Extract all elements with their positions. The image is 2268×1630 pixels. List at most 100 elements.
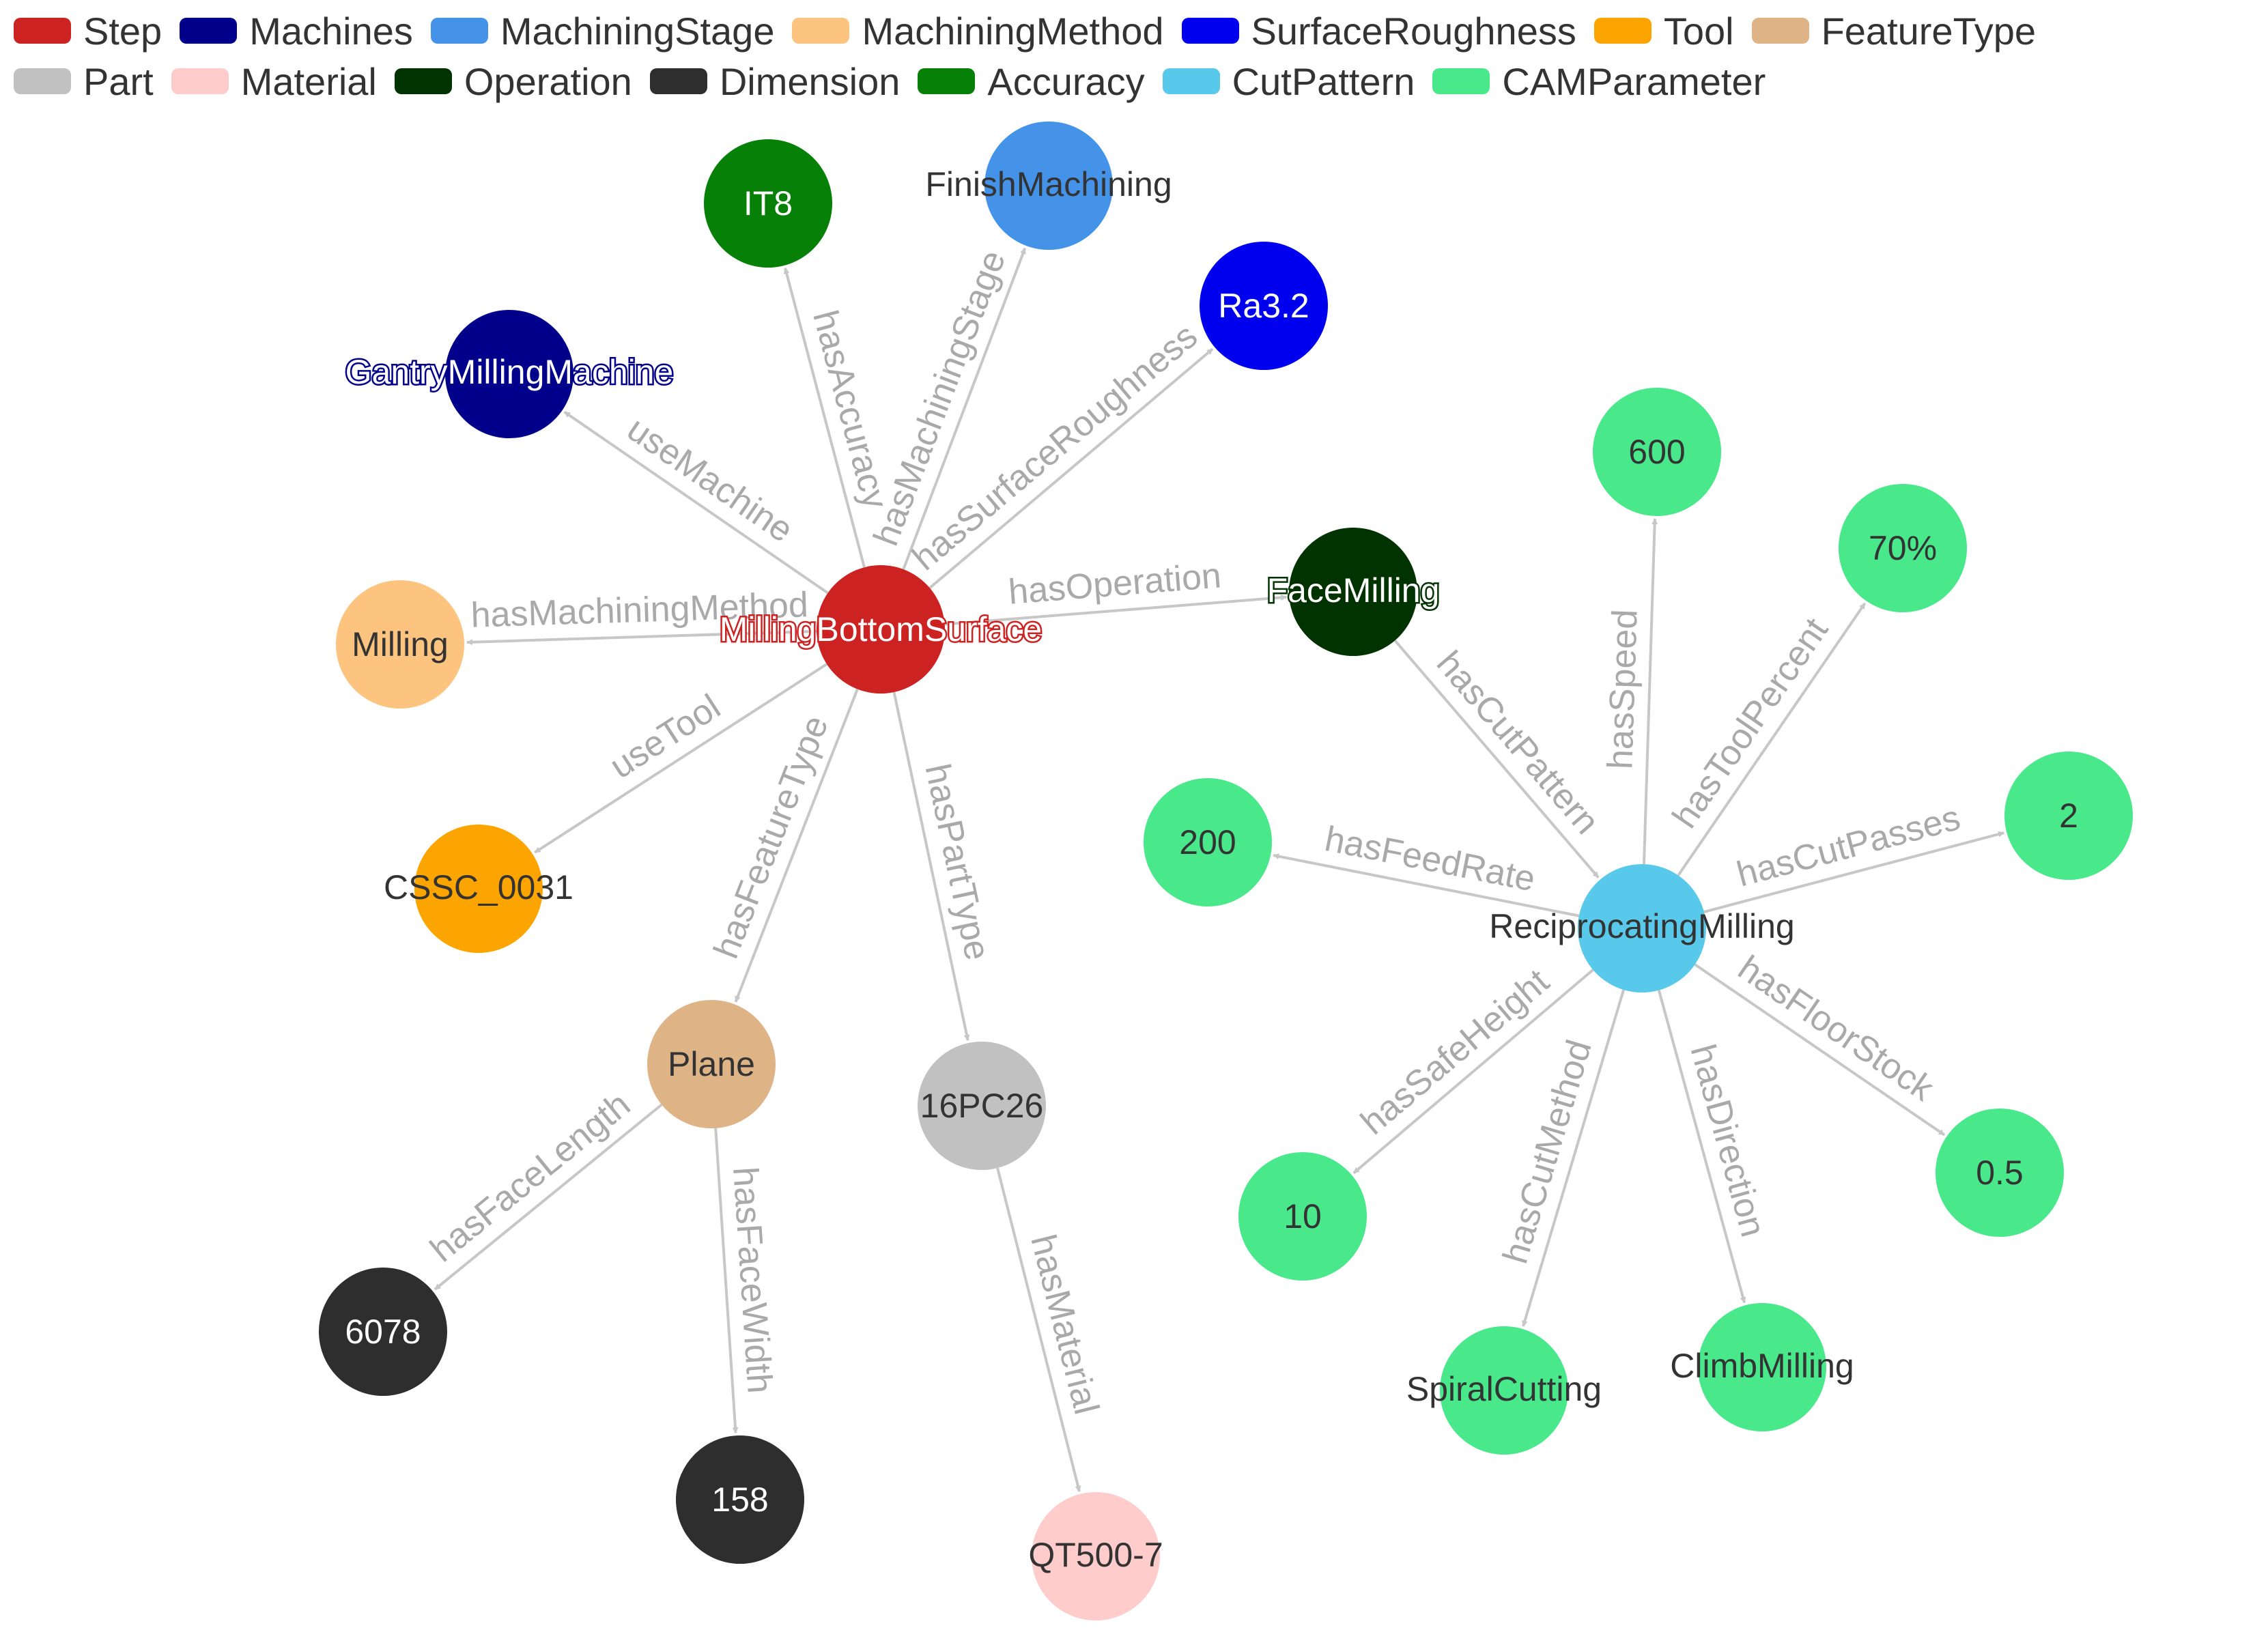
legend-item-operation[interactable]: Operation <box>394 59 632 104</box>
node-circle-0-5[interactable] <box>1936 1109 2064 1237</box>
node-circle-qt500-7[interactable] <box>1032 1492 1160 1620</box>
node-label-200: 200 <box>1179 823 1236 861</box>
node-reciprocatingmilling[interactable]: ReciprocatingMilling <box>1489 864 1795 992</box>
edge-hassafeheight[interactable] <box>1352 969 1594 1175</box>
node-158[interactable]: 158 <box>676 1435 804 1564</box>
node-milling[interactable]: Milling <box>336 580 464 709</box>
legend-item-part[interactable]: Part <box>14 59 154 104</box>
node-circle-600[interactable] <box>1593 388 1721 516</box>
legend-item-tool[interactable]: Tool <box>1593 9 1734 53</box>
node-label-reciprocatingmilling: ReciprocatingMilling <box>1489 907 1794 945</box>
node-circle-158[interactable] <box>676 1435 804 1564</box>
node-climbmilling[interactable]: ClimbMilling <box>1670 1303 1854 1431</box>
edge-hasmachiningmethod[interactable] <box>466 629 817 646</box>
edge-hastoolpercent[interactable] <box>1677 602 1867 876</box>
node-it8[interactable]: IT8 <box>704 139 832 268</box>
node-2[interactable]: 2 <box>2004 752 2133 880</box>
node-label-plane: Plane <box>668 1045 755 1083</box>
legend-swatch-cutpattern <box>1162 68 1220 94</box>
node-millingbottomsurface[interactable]: MillingBottomSurface <box>718 565 1044 694</box>
edge-hascutpattern[interactable] <box>1393 640 1600 878</box>
legend-item-accuracy[interactable]: Accuracy <box>918 59 1145 104</box>
edge-label-hasfloorstock: hasFloorStock <box>1731 948 1941 1109</box>
legend-item-machines[interactable]: Machines <box>180 9 413 53</box>
node-circle-finishmachining[interactable] <box>984 121 1113 250</box>
edge-hasfeaturetype[interactable] <box>734 688 859 1003</box>
node-70[interactable]: 70% <box>1839 484 1967 612</box>
edge-hasdirection[interactable] <box>1657 990 1746 1304</box>
edge-hassurfaceroughness[interactable] <box>929 347 1214 589</box>
node-circle-200[interactable] <box>1144 778 1272 906</box>
legend-swatch-camparameter <box>1432 68 1490 94</box>
node-facemilling[interactable]: FaceMilling <box>1265 528 1441 656</box>
edge-hasparttype[interactable] <box>892 691 970 1042</box>
node-circle-milling[interactable] <box>336 580 464 709</box>
node-0-5[interactable]: 0.5 <box>1936 1109 2064 1237</box>
node-spiralcutting[interactable]: SpiralCutting <box>1406 1326 1602 1455</box>
legend-item-machiningstage[interactable]: MachiningStage <box>430 9 774 53</box>
node-circle-6078[interactable] <box>319 1268 447 1396</box>
node-finishmachining[interactable]: FinishMachining <box>925 121 1172 250</box>
legend-swatch-step <box>14 18 71 44</box>
legend-item-camparameter[interactable]: CAMParameter <box>1432 59 1766 104</box>
legend-swatch-machines <box>180 18 238 44</box>
node-circle-facemilling[interactable] <box>1289 528 1417 656</box>
edge-hasfacewidth[interactable] <box>714 1128 739 1434</box>
edge-usetool[interactable] <box>534 663 828 854</box>
edge-hasaccuracy[interactable] <box>783 267 866 568</box>
node-circle-2[interactable] <box>2004 752 2133 880</box>
node-label-158: 158 <box>711 1481 768 1519</box>
node-circle-cssc-0031[interactable] <box>414 825 543 953</box>
edge-hasfeedrate[interactable] <box>1273 853 1580 917</box>
node-qt500-7[interactable]: QT500-7 <box>1028 1492 1163 1620</box>
legend-item-machiningmethod[interactable]: MachiningMethod <box>792 9 1164 53</box>
node-circle-reciprocatingmilling[interactable] <box>1578 864 1706 992</box>
legend-item-featuretype[interactable]: FeatureType <box>1751 9 2036 53</box>
node-gantrymillingmachine[interactable]: GantryMillingMachine <box>343 310 675 438</box>
node-ra3-2[interactable]: Ra3.2 <box>1200 242 1328 370</box>
legend-item-step[interactable]: Step <box>14 9 162 53</box>
node-circle-climbmilling[interactable] <box>1698 1303 1826 1431</box>
legend-item-dimension[interactable]: Dimension <box>649 59 900 104</box>
edge-label-usetool: useTool <box>603 687 727 786</box>
legend-row-2: Part Material Operation Dimension Accura… <box>14 56 2260 106</box>
node-plane[interactable]: Plane <box>647 1000 776 1128</box>
node-label-cssc-0031: CSSC_0031 <box>384 868 573 906</box>
node-600[interactable]: 600 <box>1593 388 1721 516</box>
node-circle-spiralcutting[interactable] <box>1440 1326 1568 1455</box>
edge-hascutpasses[interactable] <box>1703 831 2005 913</box>
edge-hasfloorstock[interactable] <box>1694 963 1946 1136</box>
node-6078[interactable]: 6078 <box>319 1268 447 1396</box>
legend-swatch-tool <box>1593 18 1652 44</box>
node-16pc26[interactable]: 16PC26 <box>918 1042 1046 1170</box>
node-200[interactable]: 200 <box>1144 778 1272 906</box>
node-label-ra3-2: Ra3.2 <box>1218 287 1309 325</box>
edge-hascutmethod[interactable] <box>1522 989 1626 1327</box>
node-circle-ra3-2[interactable] <box>1200 242 1328 370</box>
legend-item-material[interactable]: Material <box>171 59 377 104</box>
node-label-milling: Milling <box>352 625 449 663</box>
edge-hasoperation[interactable] <box>944 594 1288 626</box>
node-circle-10[interactable] <box>1238 1152 1367 1281</box>
edge-hasmachiningstage[interactable] <box>902 247 1027 570</box>
legend-item-cutpattern[interactable]: CutPattern <box>1162 59 1415 104</box>
edge-hasmaterial[interactable] <box>996 1167 1081 1492</box>
edge-usemachine[interactable] <box>563 410 829 595</box>
node-circle-it8[interactable] <box>704 139 832 268</box>
legend-item-surfaceroughness[interactable]: SurfaceRoughness <box>1181 9 1576 53</box>
edge-hasspeed[interactable] <box>1642 518 1658 865</box>
node-cssc-0031[interactable]: CSSC_0031 <box>384 825 573 953</box>
legend-swatch-surfaceroughness <box>1181 18 1239 44</box>
node-circle-70[interactable] <box>1839 484 1967 612</box>
legend-swatch-operation <box>394 68 452 94</box>
edge-label-hassafeheight: hasSafeHeight <box>1353 961 1557 1142</box>
node-10[interactable]: 10 <box>1238 1152 1367 1281</box>
node-circle-gantrymillingmachine[interactable] <box>445 310 573 438</box>
node-circle-plane[interactable] <box>647 1000 776 1128</box>
edge-label-hasspeed: hasSpeed <box>1600 609 1645 770</box>
node-circle-16pc26[interactable] <box>918 1042 1046 1170</box>
legend-label-cutpattern: CutPattern <box>1232 59 1415 103</box>
node-circle-millingbottomsurface[interactable] <box>817 565 945 694</box>
edge-hasfacelength[interactable] <box>434 1103 663 1291</box>
